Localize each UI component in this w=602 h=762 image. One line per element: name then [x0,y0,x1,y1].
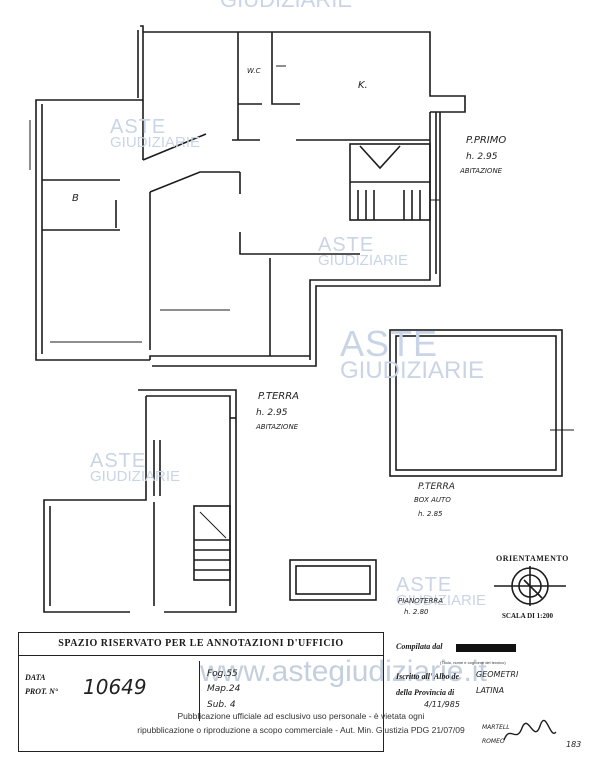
province-label: della Provincia di [396,688,455,697]
compiler-number: 183 [566,740,582,749]
room-kitchen-label: K. [358,80,368,91]
subalterno-value: Sub. 4 [207,700,236,710]
ground-floor-title: P.TERRA [258,391,299,402]
office-box-header: SPAZIO RISERVATO PER LE ANNOTAZIONI D'UF… [19,633,383,656]
footer-line-1: Pubblicazione ufficiale ad esclusivo uso… [177,711,425,721]
footer-line-2: ripubblicazione o riproduzione a scopo c… [137,725,465,735]
province-value: LATINA [476,686,505,695]
orientation-label: ORIENTAMENTO [496,554,569,563]
prot-label: PROT. N° [25,687,59,696]
office-annotations-box: SPAZIO RISERVATO PER LE ANNOTAZIONI D'UF… [18,632,384,752]
first-floor-title: P.PRIMO [466,135,507,146]
compiler-name-line1: MARTELL [482,724,510,731]
garage-title: P.TERRA [418,482,455,492]
data-label: DATA [25,673,46,682]
office-divider [199,661,200,721]
garage-use: BOX AUTO [414,496,451,504]
compiler-name-line2: ROMEO [482,738,505,745]
compiler-small-note: (Titolo, nome e cognome del tecnico) [440,660,506,665]
ground-floor-height: h. 2.95 [256,408,288,418]
compiled-date: 4/11/985 [424,700,460,709]
redaction-bar [456,644,516,652]
foglio-value: Fog.55 [207,669,238,679]
scale-label: SCALA DI 1:200 [502,612,553,620]
room-bedroom-label: B [72,193,79,204]
first-floor-use: ABITAZIONE [460,167,503,175]
room-wc-label: W.C [247,67,261,75]
basement-title: PIANOTERRA [398,597,444,605]
signature-scribble [503,719,557,741]
garage-height: h. 2.85 [418,510,443,518]
mappale-value: Map.24 [207,684,241,694]
ground-floor-use: ABITAZIONE [256,423,299,431]
compiled-by-label: Compilata dal [396,642,443,651]
albo-value: GEOMETRI [476,670,519,679]
prot-value: 10649 [83,675,147,699]
first-floor-height: h. 2.95 [466,152,498,162]
wall-outline [35,25,150,361]
albo-label: Iscritto all' Albo de [396,672,460,681]
basement-height: h. 2.80 [404,608,429,616]
